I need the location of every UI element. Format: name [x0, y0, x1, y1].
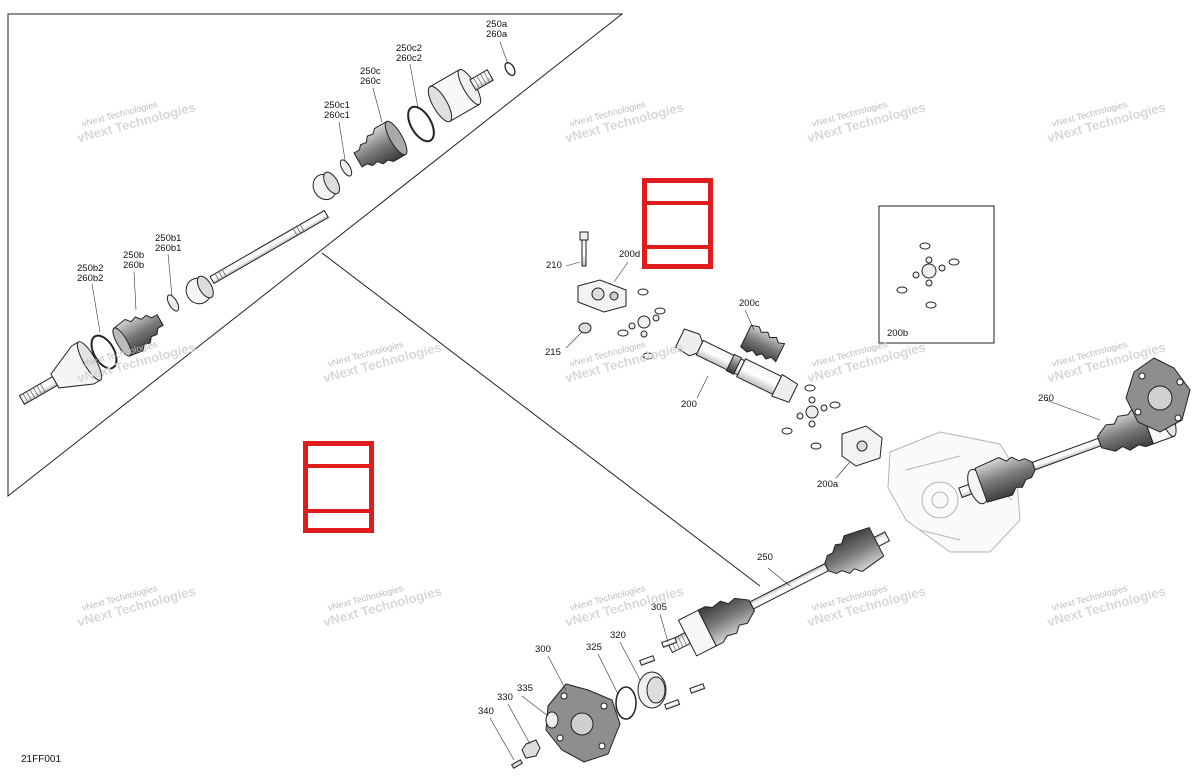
callout-200d[interactable]: 200d	[619, 249, 641, 260]
callout-215[interactable]: 215	[545, 347, 561, 358]
right-half-shaft	[958, 357, 1191, 505]
callout-320[interactable]: 320	[610, 630, 626, 641]
callout-200[interactable]: 200	[681, 399, 697, 410]
highlight-box-lower[interactable]	[303, 441, 374, 533]
callout-330[interactable]: 330	[497, 692, 513, 703]
wheel-hub-assembly	[510, 637, 706, 769]
callout-200b[interactable]: 200b	[887, 328, 909, 339]
callout-325[interactable]: 325	[586, 642, 602, 653]
detail-cross-joint	[896, 242, 960, 309]
callout-305[interactable]: 305	[651, 602, 667, 613]
inset-shaft-assembly	[18, 61, 516, 406]
highlight-box-upper[interactable]	[642, 178, 713, 269]
inset-leader-line	[321, 252, 761, 587]
callout-340[interactable]: 340	[478, 706, 494, 717]
propeller-shaft-assembly	[577, 231, 883, 467]
callout-200c[interactable]: 200c	[739, 298, 760, 309]
callout-260[interactable]: 260	[1038, 393, 1054, 404]
diagram-code: 21FF001	[21, 754, 62, 765]
callout-210[interactable]: 210	[546, 260, 562, 271]
callout-335[interactable]: 335	[517, 683, 533, 694]
callout-200a[interactable]: 200a	[817, 479, 839, 490]
callout-250[interactable]: 250	[757, 552, 773, 563]
inset-frame	[7, 13, 624, 498]
detail-box-frame	[878, 205, 995, 344]
left-half-shaft	[666, 526, 891, 657]
differential-housing	[887, 431, 1021, 553]
callout-leader-lines	[91, 41, 1101, 761]
callout-300[interactable]: 300	[535, 644, 551, 655]
